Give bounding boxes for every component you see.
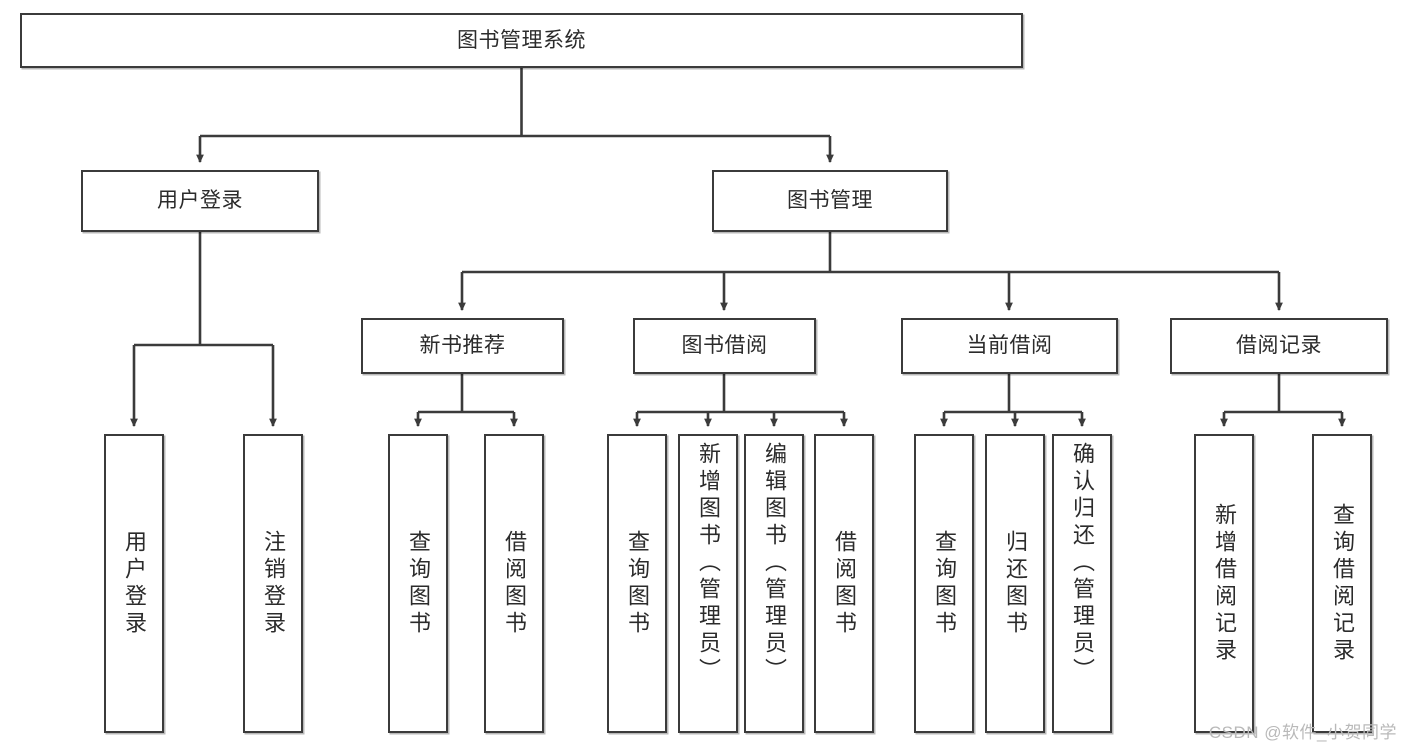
node-leaf-user-login[interactable]: 用户登录 xyxy=(104,434,164,733)
node-root[interactable]: 图书管理系统 xyxy=(20,13,1023,68)
node-leaf-confirm-return-admin[interactable]: 确认归还（管理员） xyxy=(1052,434,1112,733)
node-new-book-recommend[interactable]: 新书推荐 xyxy=(361,318,564,374)
node-user-login[interactable]: 用户登录 xyxy=(81,170,319,232)
node-leaf-edit-book-admin[interactable]: 编辑图书（管理员） xyxy=(744,434,804,733)
node-new-book-recommend-label: 新书推荐 xyxy=(419,334,506,358)
node-leaf-user-login-label: 用户登录 xyxy=(122,529,147,638)
node-leaf-edit-book-admin-label: 编辑图书（管理员） xyxy=(762,442,787,685)
node-leaf-add-book-admin-label: 新增图书（管理员） xyxy=(696,442,721,685)
node-leaf-borrow-book[interactable]: 借阅图书 xyxy=(814,434,874,733)
node-root-label: 图书管理系统 xyxy=(457,28,586,52)
node-leaf-query-book-current[interactable]: 查询图书 xyxy=(914,434,974,733)
node-borrow-record-label: 借阅记录 xyxy=(1236,334,1322,358)
node-leaf-return-book-label: 归还图书 xyxy=(1003,529,1028,638)
node-leaf-query-borrow-record-label: 查询借阅记录 xyxy=(1330,502,1355,665)
node-leaf-query-book-newbook-label: 查询图书 xyxy=(406,529,431,638)
node-leaf-logout[interactable]: 注销登录 xyxy=(243,434,303,733)
node-leaf-borrow-book-newbook-label: 借阅图书 xyxy=(502,529,527,638)
node-book-management-label: 图书管理 xyxy=(787,189,873,213)
node-leaf-logout-label: 注销登录 xyxy=(261,529,286,638)
node-borrow-record[interactable]: 借阅记录 xyxy=(1170,318,1388,374)
node-leaf-return-book[interactable]: 归还图书 xyxy=(985,434,1045,733)
node-book-management[interactable]: 图书管理 xyxy=(712,170,948,232)
node-leaf-borrow-book-newbook[interactable]: 借阅图书 xyxy=(484,434,544,733)
node-leaf-add-borrow-record[interactable]: 新增借阅记录 xyxy=(1194,434,1254,733)
node-book-borrow-label: 图书借阅 xyxy=(681,334,768,358)
node-leaf-query-borrow-record[interactable]: 查询借阅记录 xyxy=(1312,434,1372,733)
node-book-borrow[interactable]: 图书借阅 xyxy=(633,318,816,374)
node-leaf-query-book-current-label: 查询图书 xyxy=(932,529,957,638)
node-current-borrow[interactable]: 当前借阅 xyxy=(901,318,1118,374)
node-leaf-add-borrow-record-label: 新增借阅记录 xyxy=(1212,502,1237,665)
node-leaf-add-book-admin[interactable]: 新增图书（管理员） xyxy=(678,434,738,733)
node-leaf-borrow-book-label: 借阅图书 xyxy=(832,529,857,638)
node-leaf-confirm-return-admin-label: 确认归还（管理员） xyxy=(1070,442,1095,685)
node-current-borrow-label: 当前借阅 xyxy=(966,334,1053,358)
node-user-login-label: 用户登录 xyxy=(157,189,243,213)
csdn-watermark: CSDN @软件_小贺同学 xyxy=(1208,723,1397,742)
node-leaf-query-book-borrow-label: 查询图书 xyxy=(625,529,650,638)
node-leaf-query-book-newbook[interactable]: 查询图书 xyxy=(388,434,448,733)
node-leaf-query-book-borrow[interactable]: 查询图书 xyxy=(607,434,667,733)
